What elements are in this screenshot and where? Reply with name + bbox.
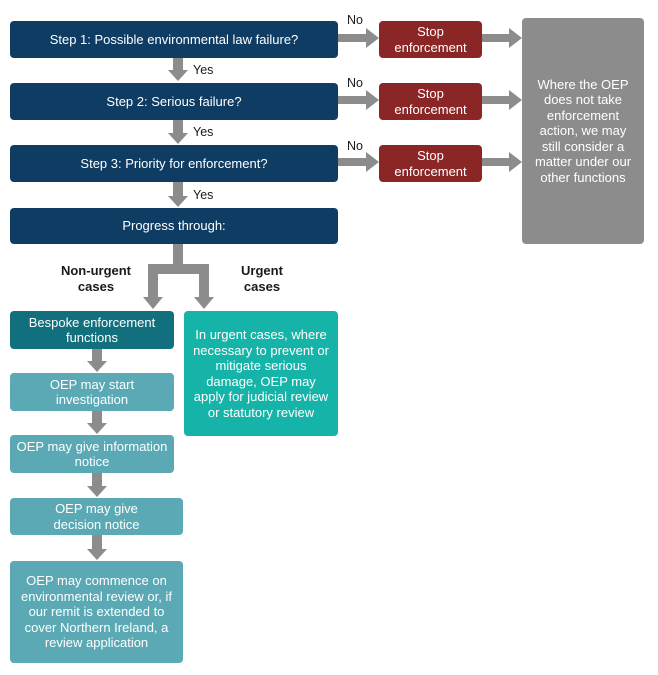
yes-arrow-2 [168,119,188,144]
urgent-text: In urgent cases, where necessary to prev… [193,327,329,420]
split-arrow [143,244,214,309]
stop-label-3: Stop enforcement [394,148,467,179]
non-urgent-label: Non-urgent cases [60,263,132,294]
yes-label-3: Yes [193,188,214,202]
stop-arrow-2 [482,90,522,110]
step-1-label: Step 1: Possible environmental law failu… [49,31,299,47]
bespoke-label: Bespoke enforcement functions [28,314,156,346]
stop-label-2: Stop enforcement [394,86,467,117]
stop-arrow-3 [482,152,522,172]
no-label-3: No [347,139,363,153]
decision-label: OEP may give decision notice [53,501,140,532]
yes-arrow-3 [168,182,188,207]
stop-label-1: Stop enforcement [394,24,467,55]
yes-label-2: Yes [193,125,214,139]
step-3-label: Step 3: Priority for enforcement? [80,155,268,171]
side-note-box: Where the OEP does not take enforcement … [522,18,644,244]
decision-box: OEP may give decision notice [10,498,183,535]
no-label-1: No [347,13,363,27]
investigation-box: OEP may start investigation [10,373,174,411]
review-label: OEP may commence on environmental review… [20,573,172,651]
stop-arrow-1 [482,28,522,48]
progress-label: Progress through: [122,218,226,234]
bespoke-box: Bespoke enforcement functions [10,311,174,349]
side-note-text: Where the OEP does not take enforcement … [534,76,632,185]
no-label-2: No [347,76,363,90]
stop-box-1: Stop enforcement [379,21,482,58]
stop-box-2: Stop enforcement [379,83,482,120]
chain-arrow-4 [87,535,107,560]
no-arrow-3 [338,152,379,172]
urgent-label: Urgent cases [241,263,283,294]
stop-box-3: Stop enforcement [379,145,482,182]
review-box: OEP may commence on environmental review… [10,561,183,663]
information-label: OEP may give information notice [16,438,168,470]
progress-box: Progress through: [10,208,338,244]
chain-arrow-2 [87,411,107,434]
step-2-box: Step 2: Serious failure? [10,83,338,120]
information-box: OEP may give information notice [10,435,174,473]
chain-arrow-3 [87,473,107,497]
no-arrow-2 [338,90,379,110]
yes-arrow-1 [168,57,188,81]
chain-arrow-1 [87,349,107,372]
investigation-label: OEP may start investigation [49,376,135,408]
step-1-box: Step 1: Possible environmental law failu… [10,21,338,58]
step-2-label: Step 2: Serious failure? [106,93,242,109]
step-3-box: Step 3: Priority for enforcement? [10,145,338,182]
urgent-box: In urgent cases, where necessary to prev… [184,311,338,436]
no-arrow-1 [338,28,379,48]
yes-label-1: Yes [193,63,214,77]
